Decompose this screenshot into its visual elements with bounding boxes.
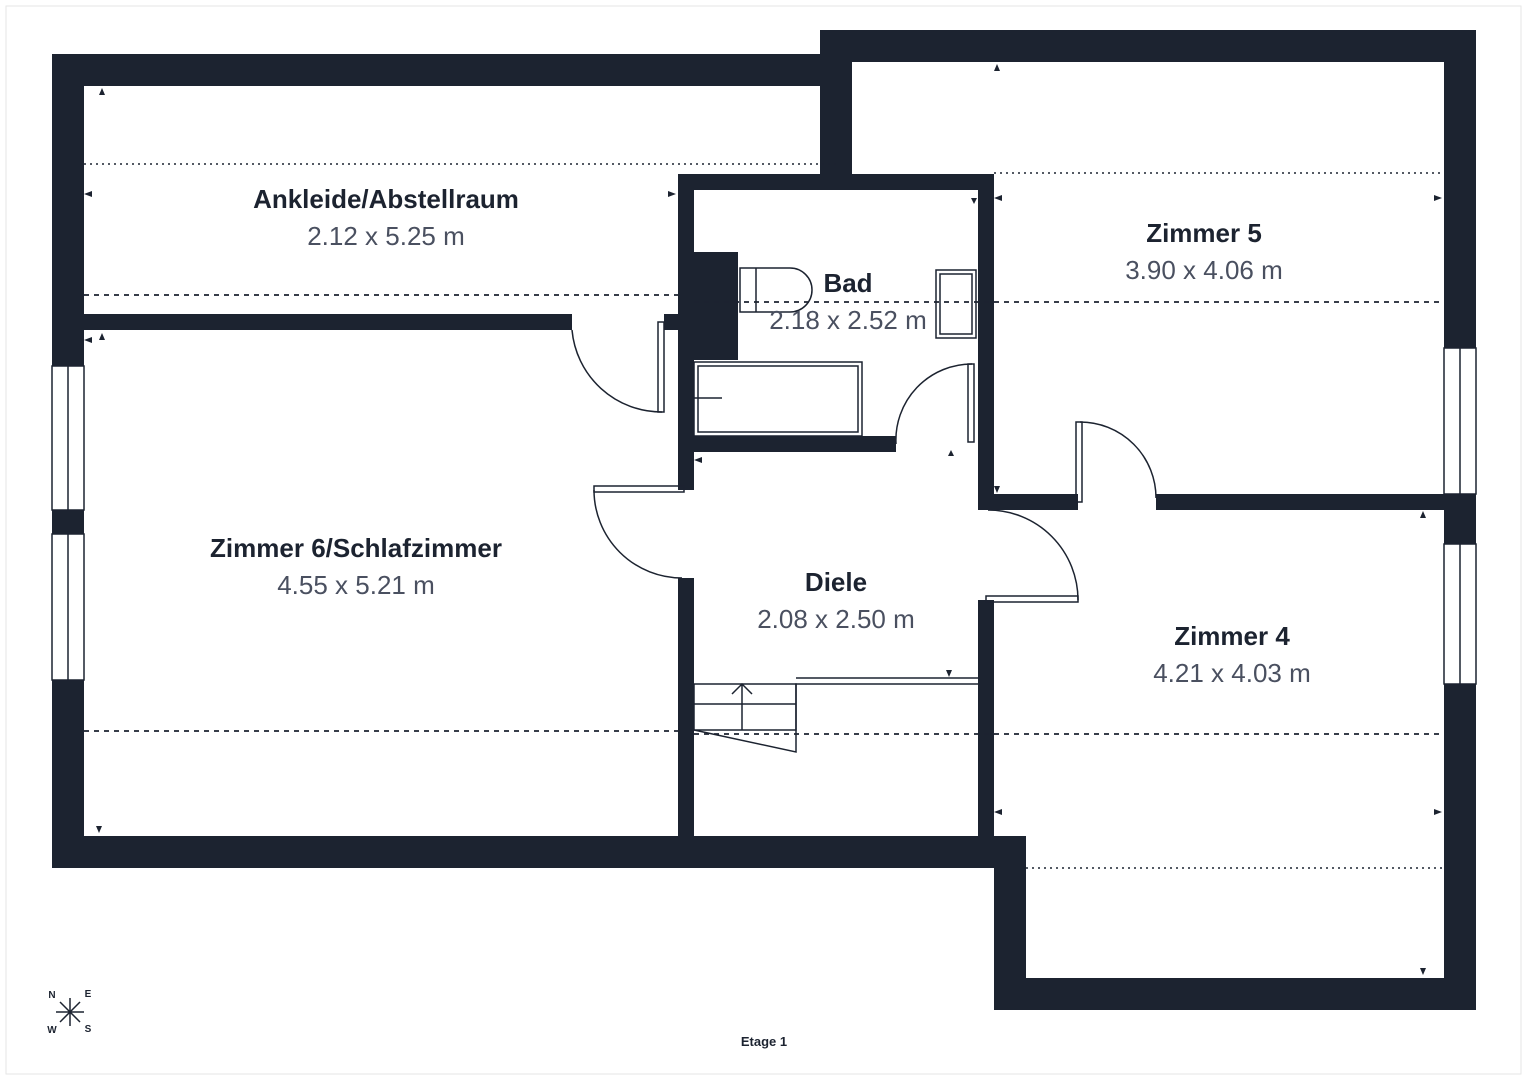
- room-dims-diele: 2.08 x 2.50 m: [757, 604, 915, 634]
- wall-z5-z4-left: [994, 494, 1078, 510]
- compass: N E W S: [47, 989, 91, 1036]
- room-name-zimmer4: Zimmer 4: [1174, 621, 1290, 651]
- doors: [571, 321, 1157, 603]
- wall-bad-left: [678, 174, 694, 490]
- room-labels: Ankleide/Abstellraum 2.12 x 5.25 m Zimme…: [210, 184, 1311, 688]
- wall-bottom-left: [52, 836, 1026, 868]
- floor-label: Etage 1: [741, 1034, 787, 1049]
- room-name-diele: Diele: [805, 567, 867, 597]
- wall-top-left: [52, 54, 838, 86]
- room-dims-zimmer6: 4.55 x 5.21 m: [277, 570, 435, 600]
- wall-top-right: [820, 30, 1476, 62]
- compass-south: S: [85, 1024, 92, 1035]
- walls: [52, 30, 1476, 1010]
- ceiling-slope-lines: [84, 163, 1444, 869]
- windows: [51, 347, 1477, 685]
- compass-west: W: [47, 1025, 57, 1036]
- wall-bottom-right: [994, 978, 1476, 1010]
- wall-bad-top: [678, 174, 994, 190]
- compass-north: N: [48, 990, 55, 1001]
- compass-east: E: [85, 989, 92, 1000]
- wall-diele-left: [678, 578, 694, 868]
- fixtures: [693, 267, 978, 753]
- room-name-zimmer5: Zimmer 5: [1146, 218, 1262, 248]
- bad-chase: [694, 252, 738, 360]
- room-dims-zimmer5: 3.90 x 4.06 m: [1125, 255, 1283, 285]
- dimension-markers: [84, 64, 1442, 975]
- room-dims-ankleide: 2.12 x 5.25 m: [307, 221, 465, 251]
- room-name-ankleide: Ankleide/Abstellraum: [253, 184, 519, 214]
- room-name-zimmer6: Zimmer 6/Schlafzimmer: [210, 533, 502, 563]
- wall-step-upper: [820, 30, 852, 174]
- wall-ankleide-zimmer6: [84, 314, 572, 330]
- wall-bad-stub: [664, 314, 694, 330]
- wall-z5-z4-right: [1156, 494, 1444, 510]
- page-border: [5, 5, 1522, 1075]
- room-dims-bad: 2.18 x 2.52 m: [769, 305, 927, 335]
- wall-right: [1444, 30, 1476, 1010]
- compass-star-icon: [56, 998, 84, 1026]
- wall-bad-bottom: [678, 436, 896, 452]
- room-dims-zimmer4: 4.21 x 4.03 m: [1153, 658, 1311, 688]
- wall-bad-right: [978, 174, 994, 510]
- room-name-bad: Bad: [823, 268, 872, 298]
